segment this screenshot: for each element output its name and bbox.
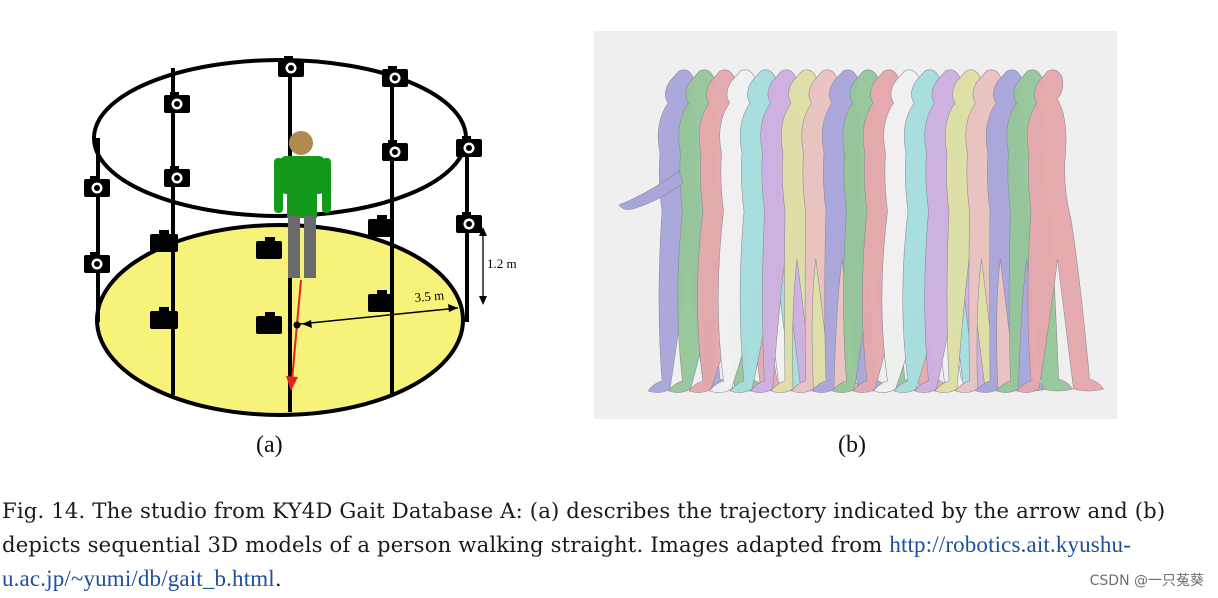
walker-silhouette	[1016, 69, 1105, 393]
caption-text: The studio from KY4D Gait Database A: (a…	[2, 498, 1166, 557]
studio-diagram: 3.5 m 1.2 m	[84, 56, 517, 417]
caption-suffix: .	[274, 566, 282, 591]
panel-b-label: (b)	[838, 432, 866, 458]
trajectory-arrow	[286, 279, 302, 391]
watermark: CSDN @一只菟葵	[1089, 573, 1204, 589]
radius-label: 3.5 m	[414, 287, 445, 305]
radius-dimension: 3.5 m	[293, 287, 459, 329]
caption-prefix: Fig. 14.	[2, 498, 86, 523]
height-dimension: 1.2 m	[479, 227, 517, 305]
person-figure	[274, 131, 331, 278]
walking-3d-models	[594, 31, 1117, 419]
walker-silhouettes	[618, 69, 1105, 393]
panel-a-label: (a)	[256, 432, 283, 458]
height-label: 1.2 m	[487, 256, 517, 271]
figure-caption: Fig. 14. The studio from KY4D Gait Datab…	[2, 494, 1216, 596]
leading-arm	[618, 170, 684, 210]
source-link[interactable]: http://robotics.ait.kyushu-u.ac.jp/~yumi…	[2, 532, 1132, 591]
camera-icons	[84, 56, 482, 334]
